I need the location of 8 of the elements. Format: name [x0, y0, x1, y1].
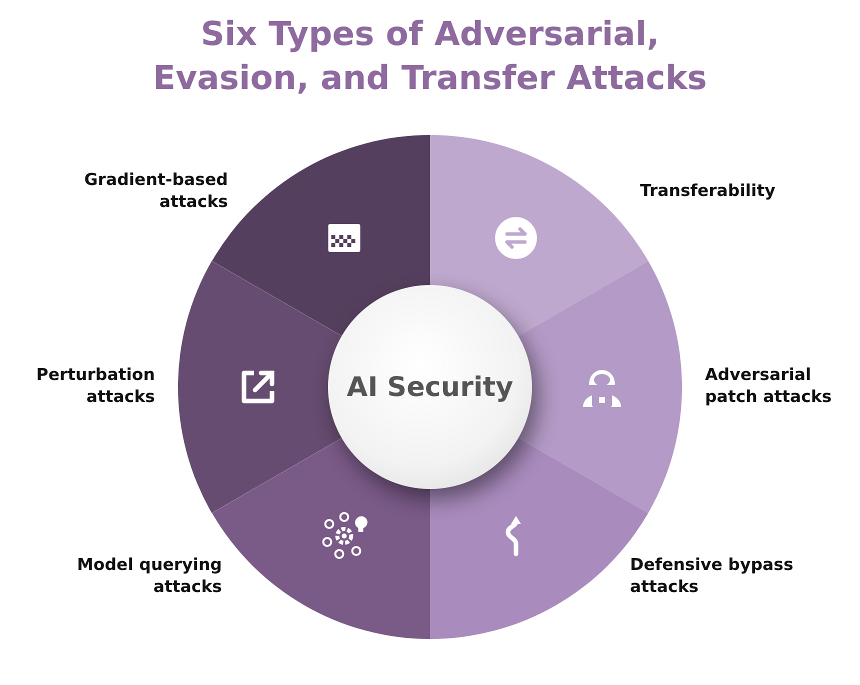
segment-label: Adversarial patch attacks [705, 364, 833, 408]
segment-label: Gradient-based attacks [83, 169, 228, 213]
segment-label: Model querying attacks [76, 554, 222, 598]
segment-label: Perturbation attacks [35, 364, 155, 408]
segment-label: Defensive bypass attacks [630, 554, 794, 598]
title: Six Types of Adversarial, Evasion, and Transfer Attacks [152, 13, 708, 99]
center-label: AI Security [346, 372, 514, 402]
segment-label: Transferability [640, 180, 776, 202]
